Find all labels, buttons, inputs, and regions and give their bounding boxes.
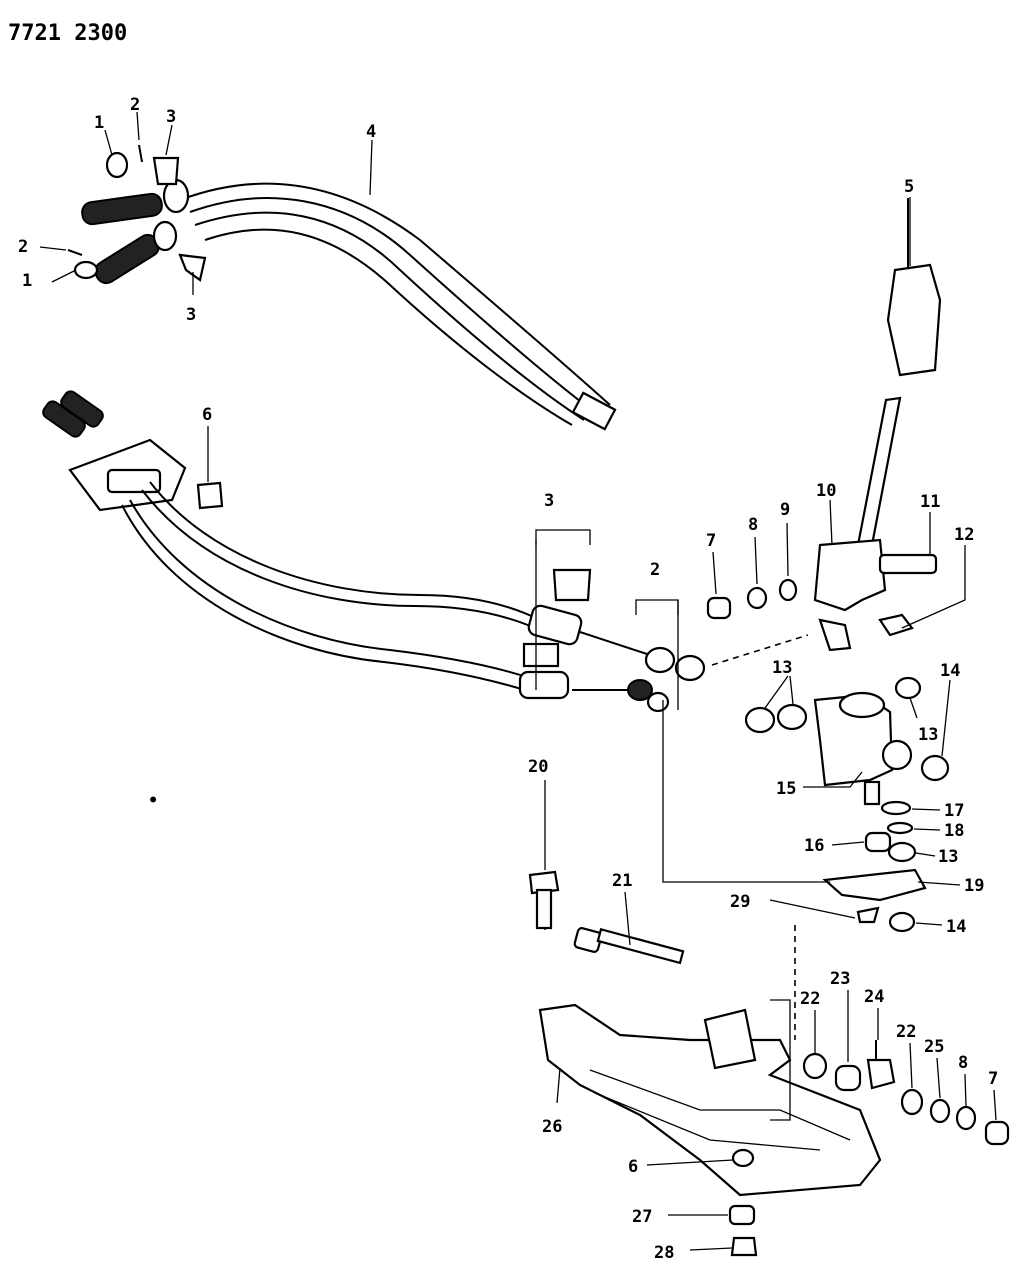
bolt-21: [573, 927, 685, 965]
callout-labels: 1 2 3 4 5 1 2 3 6 3 2 7 8 9 10 11 12 13 …: [18, 95, 998, 1263]
base-bracket-26: [538, 999, 882, 1197]
callout-22-b: 22: [896, 1022, 916, 1042]
callout-14-lower: 14: [946, 917, 966, 937]
callout-2-middle: 2: [650, 560, 660, 580]
callout-12: 12: [954, 525, 974, 545]
callout-23: 23: [830, 969, 850, 989]
bushing-28: [730, 1236, 758, 1257]
callout-21: 21: [612, 871, 632, 891]
callout-24: 24: [864, 987, 884, 1007]
callout-6-upper: 6: [202, 405, 212, 425]
callout-1-top: 1: [94, 113, 104, 133]
washer-8: [746, 586, 768, 610]
shift-lever-assembly: [813, 198, 942, 652]
callout-27: 27: [632, 1207, 652, 1227]
callout-15: 15: [776, 779, 796, 799]
callout-13-left: 13: [772, 658, 792, 678]
washer-22-b: [900, 1088, 924, 1116]
bushing-23: [834, 1064, 862, 1092]
bushing-14-lower: [888, 911, 916, 933]
grommet-6-upper: [196, 481, 224, 510]
lever-19: [822, 868, 927, 902]
bushing-7: [706, 596, 732, 620]
callout-28: 28: [654, 1243, 674, 1263]
callout-3-middle: 3: [544, 491, 554, 511]
callout-19: 19: [964, 876, 984, 896]
callout-29: 29: [730, 892, 750, 912]
callout-1-left: 1: [22, 271, 32, 291]
callout-25: 25: [924, 1037, 944, 1057]
washer-17: [880, 800, 912, 816]
callout-18: 18: [944, 821, 964, 841]
bushing-7-lower: [984, 1120, 1010, 1146]
diagram-code: 7721 2300: [8, 21, 127, 46]
washer-8-lower: [955, 1105, 977, 1131]
bushing-16: [864, 831, 892, 853]
callout-26: 26: [542, 1117, 562, 1137]
callout-5: 5: [904, 177, 914, 197]
lower-cable-assembly: [42, 390, 706, 713]
upper-cable-assembly: [67, 144, 617, 431]
callout-14-upper: 14: [940, 661, 960, 681]
callout-9: 9: [780, 500, 790, 520]
callout-10: 10: [816, 481, 836, 501]
callout-3-left: 3: [186, 305, 196, 325]
callout-8-upper: 8: [748, 515, 758, 535]
callout-3-top: 3: [166, 107, 176, 127]
washer-25: [929, 1098, 951, 1124]
stray-dot-marker: •: [148, 791, 158, 811]
washer-18: [886, 821, 914, 835]
callout-8-lower: 8: [958, 1053, 968, 1073]
callout-6-lower: 6: [628, 1157, 638, 1177]
callout-2-top: 2: [130, 95, 140, 115]
bushing-27: [728, 1204, 756, 1226]
callout-11: 11: [920, 492, 940, 512]
callout-13-right: 13: [918, 725, 938, 745]
washer-22-a: [802, 1052, 828, 1080]
bolt-20: [528, 870, 560, 930]
bushing-13-lower: [887, 841, 917, 863]
callout-7-lower: 7: [988, 1069, 998, 1089]
shift-housing: [744, 676, 950, 806]
callout-13-lower: 13: [938, 847, 958, 867]
spring-clip-24: [866, 1040, 896, 1090]
clip-29: [856, 906, 880, 924]
callout-17: 17: [944, 801, 964, 821]
callout-4: 4: [366, 122, 376, 142]
callout-22-a: 22: [800, 989, 820, 1009]
callout-7-upper: 7: [706, 531, 716, 551]
callout-20: 20: [528, 757, 548, 777]
washer-9: [778, 578, 798, 602]
callout-16: 16: [804, 836, 824, 856]
callout-2-left: 2: [18, 237, 28, 257]
callout-leaders: [39, 111, 997, 1251]
